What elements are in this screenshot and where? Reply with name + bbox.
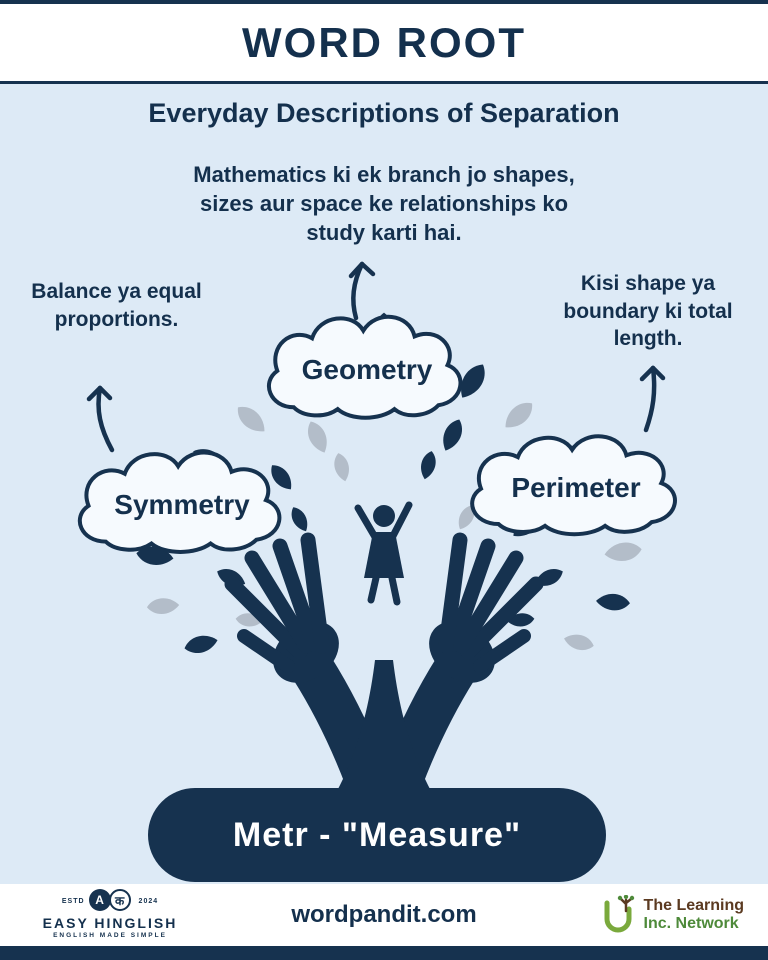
branch-word-perimeter: Perimeter [511,472,641,503]
brand-tagline: ENGLISH MADE SIMPLE [53,932,167,939]
footer: wordpandit.com ESTD A क 2024 EASY HINGLI… [0,884,768,946]
bottom-bar [0,946,768,960]
root-label: Metr - "Measure" [232,815,522,854]
easy-hinglish-brand: ESTD A क 2024 EASY HINGLISH ENGLISH MADE… [30,888,190,939]
root-mound: Metr - "Measure" [148,788,606,882]
cloud-symmetry: Symmetry [58,436,306,568]
child-silhouette [354,501,413,606]
learning-inc-network: The Learning Inc. Network [602,895,744,935]
website-text: wordpandit.com [291,901,477,928]
description-symmetry: Balance ya equal proportions. [31,280,202,331]
header: WORD ROOT [0,0,768,84]
page-title: WORD ROOT [242,18,526,66]
cloud-geometry: Geometry [248,300,486,434]
description-perimeter: Kisi shape ya boundary ki total length. [563,272,733,351]
partner-line1: The Learning [643,896,744,914]
branch-word-symmetry: Symmetry [114,489,250,520]
cloud-perimeter: Perimeter [450,420,702,550]
brand-year: 2024 [138,897,159,905]
subtitle: Everyday Descriptions of Separation [148,98,620,128]
tree-u-icon [604,895,634,933]
description-geometry: Mathematics ki ek branch jo shapes, size… [193,162,575,246]
trunk [318,660,450,822]
curved-up-arrow-icon [86,261,666,453]
branch-word-geometry: Geometry [301,354,433,385]
partner-line2: Inc. Network [643,915,739,932]
brand-estd: ESTD [61,897,85,905]
speech-bubble-a-ka-icon: A क [88,888,135,914]
brand-name: EASY HINGLISH [42,915,178,931]
